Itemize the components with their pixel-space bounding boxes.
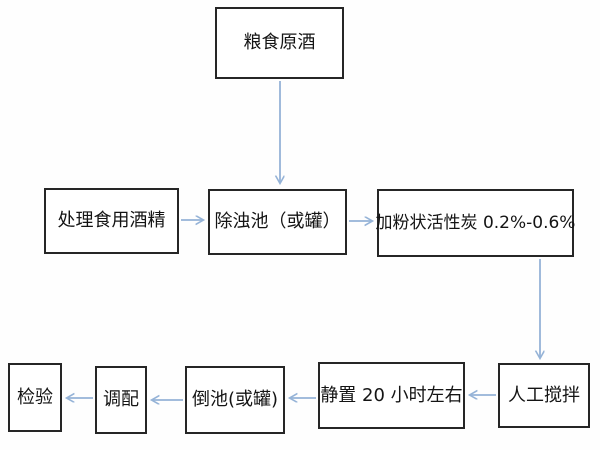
node-stand-still: 静置 20 小时左右 <box>318 362 465 429</box>
node-treated-alcohol: 处理食用酒精 <box>44 188 179 254</box>
node-grain-wine: 粮食原酒 <box>215 7 344 79</box>
node-deturbid-pool: 除浊池（或罐） <box>208 189 347 255</box>
node-activated-carbon: 加粉状活性炭 0.2%-0.6% <box>376 189 575 257</box>
node-blend: 调配 <box>95 366 147 434</box>
node-pour-pool: 倒池(或罐) <box>185 366 285 434</box>
node-manual-stir: 人工搅拌 <box>498 363 590 428</box>
node-inspect: 检验 <box>8 363 62 432</box>
